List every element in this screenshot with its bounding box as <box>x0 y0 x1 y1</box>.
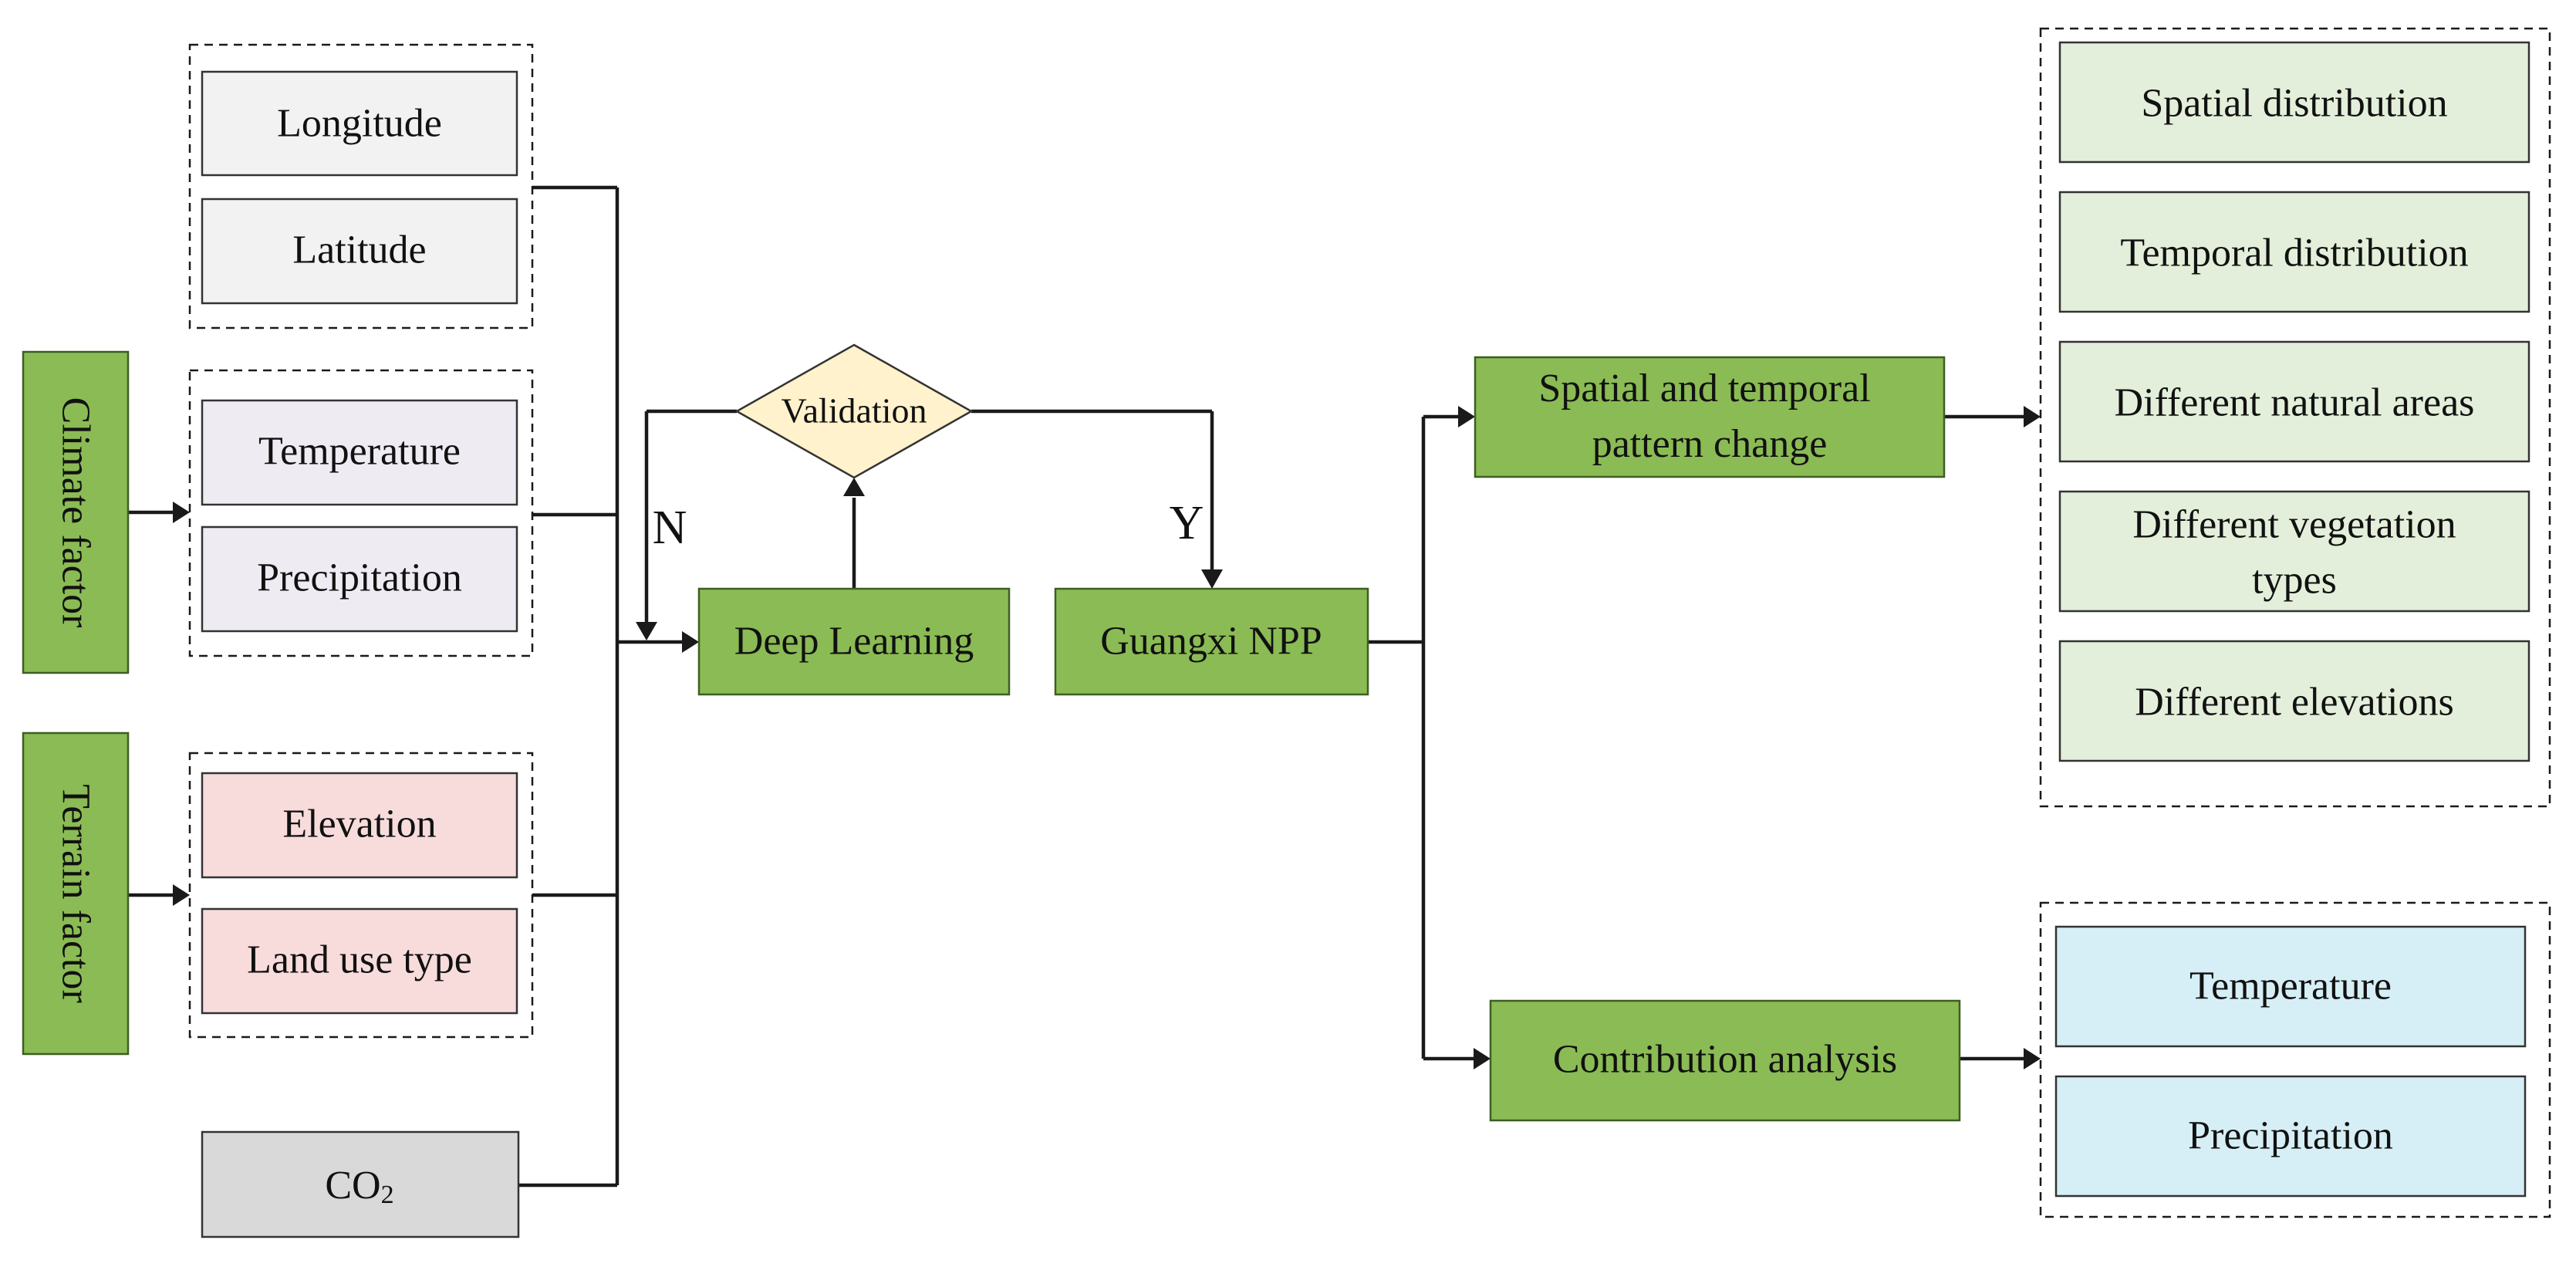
spatial-temporal-line2: pattern change <box>1592 422 1828 466</box>
result-line: Temporal distribution <box>2120 231 2468 275</box>
spatial-temporal-box: Spatial and temporal pattern change <box>1474 356 1946 478</box>
deep-learning-label: Deep Learning <box>734 620 974 664</box>
co2-main: CO <box>325 1164 380 1208</box>
arrowhead-validation <box>843 478 865 496</box>
location-group <box>188 43 534 329</box>
guangxi-npp-label: Guangxi NPP <box>1100 620 1322 664</box>
validation-label: Validation <box>781 391 927 431</box>
result-line: Different elevations <box>2135 681 2453 725</box>
result-box-elevations: Different elevations <box>2058 640 2530 762</box>
spatial-temporal-label: Spatial and temporal pattern change <box>1538 367 1880 466</box>
result-line: types <box>2252 559 2337 603</box>
temperature-input-label: Temperature <box>258 430 461 474</box>
arrowhead-spatial-temporal <box>1458 406 1475 427</box>
co2-box: CO2 <box>201 1130 520 1238</box>
result-label-spatial-distribution: Spatial distribution <box>2141 82 2447 126</box>
arrowhead-contribution <box>1474 1048 1491 1069</box>
contribution-analysis-label: Contribution analysis <box>1553 1038 1897 1082</box>
contribution-precipitation-label: Precipitation <box>2188 1114 2393 1158</box>
terrain-factor-box: Terrain factor <box>22 731 130 1056</box>
climate-factor-label: Climate factor <box>54 397 98 628</box>
arrowhead-pattern-results <box>2024 406 2041 427</box>
result-label-natural-areas: Different natural areas <box>2115 381 2475 425</box>
land-use-type-box: Land use type <box>201 907 518 1015</box>
contribution-analysis-box: Contribution analysis <box>1489 999 1961 1122</box>
climate-group <box>188 369 534 657</box>
result-box-natural-areas: Different natural areas <box>2058 340 2530 463</box>
validation-diamond: Validation <box>734 343 974 479</box>
yes-branch-label: Y <box>1170 497 1204 549</box>
latitude-box: Latitude <box>201 198 518 305</box>
arrowhead-climate <box>173 502 190 523</box>
result-label-vegetation-types: Different vegetation types <box>2132 503 2456 603</box>
result-line: Different natural areas <box>2115 381 2475 425</box>
arrowhead-terrain <box>173 884 190 906</box>
result-box-vegetation-types: Different vegetation types <box>2058 490 2530 613</box>
contribution-precipitation-box: Precipitation <box>2054 1075 2527 1198</box>
contribution-temperature-box: Temperature <box>2054 925 2527 1048</box>
result-box-temporal-distribution: Temporal distribution <box>2058 191 2530 313</box>
arrowhead-npp <box>1201 569 1223 589</box>
co2-subscript: 2 <box>381 1181 394 1209</box>
result-label-elevations: Different elevations <box>2135 681 2453 725</box>
result-label-temporal-distribution: Temporal distribution <box>2120 231 2468 275</box>
no-branch-label: N <box>653 502 687 554</box>
climate-factor-box: Climate factor <box>22 350 130 674</box>
deep-learning-box: Deep Learning <box>697 587 1011 696</box>
arrowhead-loop-back <box>636 622 657 640</box>
pattern-results-group <box>2039 27 2551 808</box>
co2-label: CO2 <box>325 1164 393 1209</box>
arrowhead-deep-learning <box>682 631 699 653</box>
guangxi-npp-box: Guangxi NPP <box>1054 587 1369 696</box>
contribution-results-group <box>2039 901 2551 1218</box>
contribution-temperature-label: Temperature <box>2189 965 2392 1009</box>
elevation-input-box: Elevation <box>201 772 518 879</box>
precipitation-input-box: Precipitation <box>201 525 518 633</box>
result-line: Different vegetation <box>2132 503 2456 547</box>
arrowheads <box>173 406 2041 1069</box>
connectors <box>128 185 2024 1188</box>
spatial-temporal-line1: Spatial and temporal <box>1538 367 1870 411</box>
result-box-spatial-distribution: Spatial distribution <box>2058 41 2530 164</box>
result-line: Spatial distribution <box>2141 82 2447 126</box>
longitude-label: Longitude <box>277 102 442 146</box>
elevation-input-label: Elevation <box>282 802 436 846</box>
terrain-group <box>188 752 534 1039</box>
land-use-type-label: Land use type <box>247 938 472 982</box>
terrain-factor-label: Terrain factor <box>54 784 98 1003</box>
arrowhead-contribution-results <box>2024 1048 2041 1069</box>
latitude-label: Latitude <box>292 228 426 272</box>
temperature-input-box: Temperature <box>201 399 518 506</box>
precipitation-input-label: Precipitation <box>257 556 462 600</box>
longitude-box: Longitude <box>201 70 518 177</box>
